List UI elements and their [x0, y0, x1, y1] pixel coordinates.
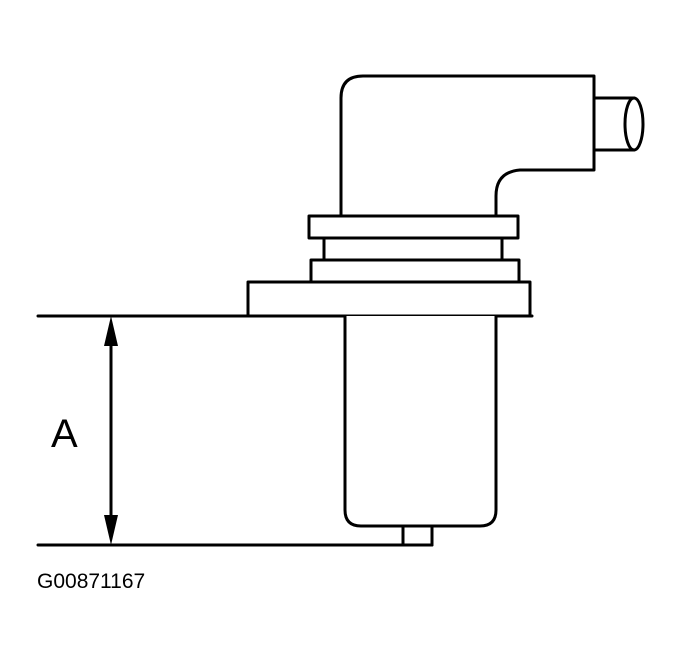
sensor-mounting-flange: [246, 280, 532, 318]
sensor: [246, 74, 645, 547]
sensor-neck: [322, 236, 504, 262]
sensor-barrel: [343, 316, 498, 528]
arrow-head-top: [104, 316, 118, 346]
arrow-head-bottom: [104, 515, 118, 545]
cable-end: [623, 96, 645, 152]
dimension-label: A: [51, 412, 78, 456]
dimension-a: A: [51, 316, 118, 545]
sensor-connector-housing: [339, 74, 596, 220]
sensor-tip: [401, 524, 434, 547]
figure-id: G00871167: [37, 570, 145, 593]
sensor-lower-collar: [309, 258, 521, 284]
sensor-upper-collar: [307, 214, 520, 240]
